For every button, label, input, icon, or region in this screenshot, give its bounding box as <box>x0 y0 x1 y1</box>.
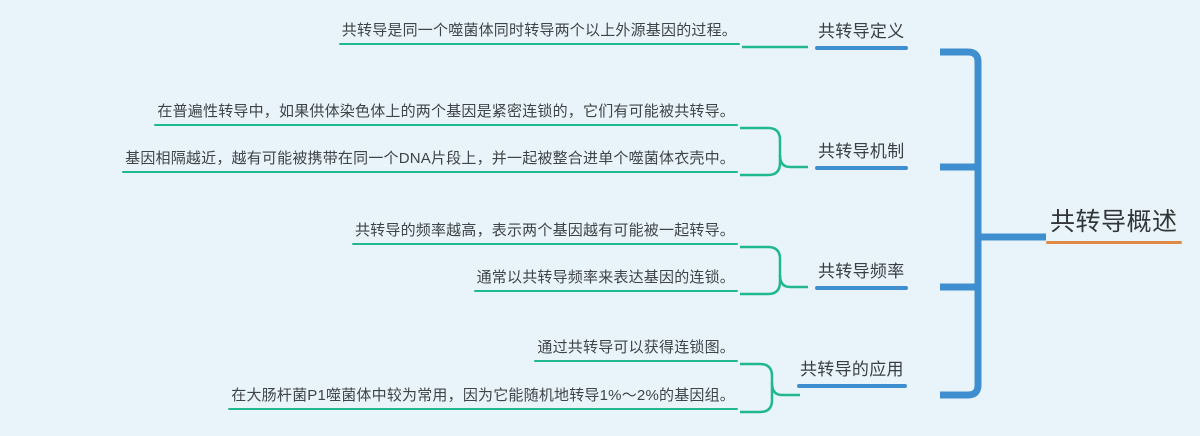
leaf-node-label: 通常以共转导频率来表达基因的连锁。 <box>476 269 735 286</box>
leaf-node-underline <box>351 243 738 246</box>
leaf-node-label: 在普遍性转导中，如果供体染色体上的两个基因是紧密连锁的，它们有可能被共转导。 <box>157 103 735 120</box>
branch-node-definition[interactable]: 共转导定义 <box>815 22 908 50</box>
branch-node-underline <box>797 383 907 388</box>
branch-node-label: 共转导机制 <box>818 142 905 161</box>
leaf-connector-mechanism <box>740 126 808 169</box>
branch-node-label: 共转导定义 <box>818 22 905 41</box>
leaf-node-label: 在大肠杆菌P1噬菌体中较为常用，因为它能随机地转导1%～2%的基因组。 <box>231 387 735 404</box>
leaf-node-label: 共转导的频率越高，表示两个基因越有可能被一起转导。 <box>354 222 735 239</box>
leaf-node-underline <box>228 408 738 411</box>
leaf-node-underline <box>154 124 738 127</box>
leaf-node-underline <box>473 290 738 293</box>
leaf-connector-frequency <box>740 245 808 289</box>
spine-path <box>940 48 982 399</box>
leaf-node-underline <box>534 360 738 363</box>
leaf-node-frequency-2[interactable]: 通常以共转导频率来表达基因的连锁。 <box>473 269 738 293</box>
leaf-node-label: 基因相隔越近，越有可能被携带在同一个DNA片段上，并一起被整合进单个噬菌体衣壳中… <box>125 150 735 167</box>
leaf-node-label: 共转导是同一个噬菌体同时转导两个以上外源基因的过程。 <box>341 22 737 39</box>
leaf-node-underline <box>338 43 740 46</box>
leaf-node-mechanism-1[interactable]: 在普遍性转导中，如果供体染色体上的两个基因是紧密连锁的，它们有可能被共转导。 <box>154 103 738 127</box>
leaf-connector-application <box>740 362 800 397</box>
branch-node-underline <box>815 165 908 170</box>
root-node-underline <box>1046 240 1182 244</box>
branch-node-application[interactable]: 共转导的应用 <box>797 360 907 388</box>
branch-node-frequency[interactable]: 共转导频率 <box>815 262 908 290</box>
branch-node-underline <box>815 285 908 290</box>
leaf-node-underline <box>122 171 738 174</box>
branch-node-label: 共转导频率 <box>818 262 905 281</box>
root-node-label: 共转导概述 <box>1050 208 1178 236</box>
leaf-node-mechanism-2[interactable]: 基因相隔越近，越有可能被携带在同一个DNA片段上，并一起被整合进单个噬菌体衣壳中… <box>122 150 738 174</box>
leaf-connector-application-lower <box>740 383 774 414</box>
branch-node-label: 共转导的应用 <box>800 360 904 379</box>
leaf-node-frequency-1[interactable]: 共转导的频率越高，表示两个基因越有可能被一起转导。 <box>351 222 738 246</box>
leaf-node-definition-1[interactable]: 共转导是同一个噬菌体同时转导两个以上外源基因的过程。 <box>338 22 740 46</box>
leaf-node-label: 通过共转导可以获得连锁图。 <box>537 339 735 356</box>
leaf-connector-frequency-lower <box>740 275 782 296</box>
leaf-node-application-1[interactable]: 通过共转导可以获得连锁图。 <box>534 339 738 363</box>
leaf-connector-mechanism-lower <box>740 155 782 177</box>
leaf-node-application-2[interactable]: 在大肠杆菌P1噬菌体中较为常用，因为它能随机地转导1%～2%的基因组。 <box>228 387 738 411</box>
root-node[interactable]: 共转导概述 <box>1046 208 1182 244</box>
branch-node-underline <box>815 45 908 50</box>
branch-node-mechanism[interactable]: 共转导机制 <box>815 142 908 170</box>
